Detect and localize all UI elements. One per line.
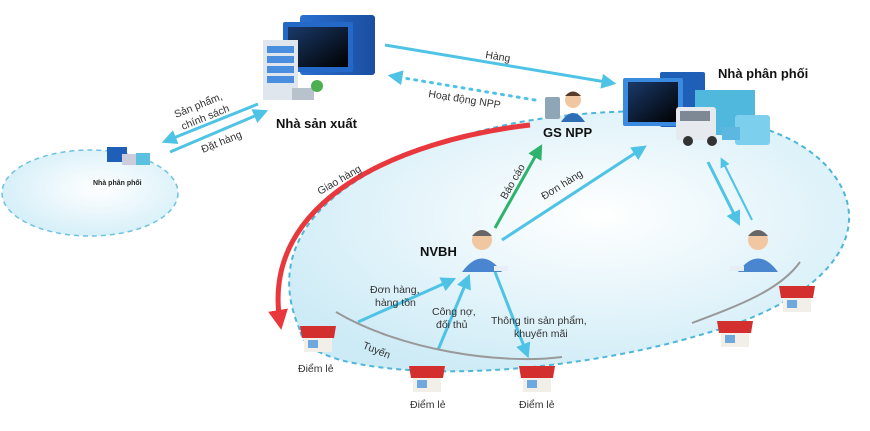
don-hang-hang-ton-label-1: Đơn hàng,	[370, 284, 420, 296]
thong-tin-label-2: khuyến mãi	[514, 328, 568, 340]
distributor-label: Nhà phân phối	[718, 66, 808, 81]
right-down-arrow	[706, 161, 741, 227]
gs-npp-icon	[545, 91, 585, 122]
cong-no-label-2: đối thủ	[436, 319, 468, 331]
cong-no-arrow	[436, 273, 471, 351]
dat-hang-label: Đặt hàng	[200, 129, 244, 156]
store-icon	[717, 321, 753, 347]
retail-point-2-label: Điểm lẻ	[410, 399, 446, 411]
small-distributor-icon	[107, 147, 150, 165]
nvbh-icon	[462, 230, 508, 272]
hang-arrow	[384, 43, 617, 89]
store-icon	[409, 366, 445, 392]
small-distributor-label: Nhà phân phối	[93, 179, 142, 187]
retail-point-3-label: Điểm lẻ	[519, 399, 555, 411]
thong-tin-arrow	[493, 271, 531, 359]
gs-npp-label: GS NPP	[543, 125, 592, 140]
cong-no-label-1: Công nợ,	[432, 306, 476, 318]
hoat-dong-npp-arrow	[387, 70, 537, 102]
tuyen-route-line	[335, 311, 563, 361]
manufacturer-icon	[263, 15, 375, 100]
giao-hang-arrow	[268, 122, 531, 330]
distributor-icon	[623, 72, 770, 146]
dat-hang-arrow	[169, 109, 269, 154]
distributor-region	[288, 110, 850, 373]
thong-tin-label-1: Thông tin sản phẩm,	[491, 315, 587, 327]
nvbh-label: NVBH	[420, 244, 457, 259]
store-icon	[519, 366, 555, 392]
don-hang-hang-ton-arrow	[357, 277, 457, 324]
small-distributor-region	[1, 149, 179, 237]
hang-label: Hàng	[485, 49, 512, 65]
right-up-arrow	[720, 157, 753, 221]
bao-cao-arrow	[493, 144, 543, 229]
store-icon	[779, 286, 815, 312]
retail-point-1-label: Điểm lẻ	[298, 363, 334, 375]
don-hang-arrow	[501, 145, 647, 242]
manufacturer-label: Nhà sản xuất	[276, 116, 358, 131]
right-route-line	[691, 261, 801, 324]
salesman-right-icon	[730, 230, 778, 272]
don-hang-hang-ton-label-2: hàng tồn	[375, 297, 416, 309]
store-icon	[300, 326, 336, 352]
hoat-dong-npp-label: Hoạt động NPP	[428, 88, 502, 111]
san-pham-arrow	[161, 102, 259, 145]
